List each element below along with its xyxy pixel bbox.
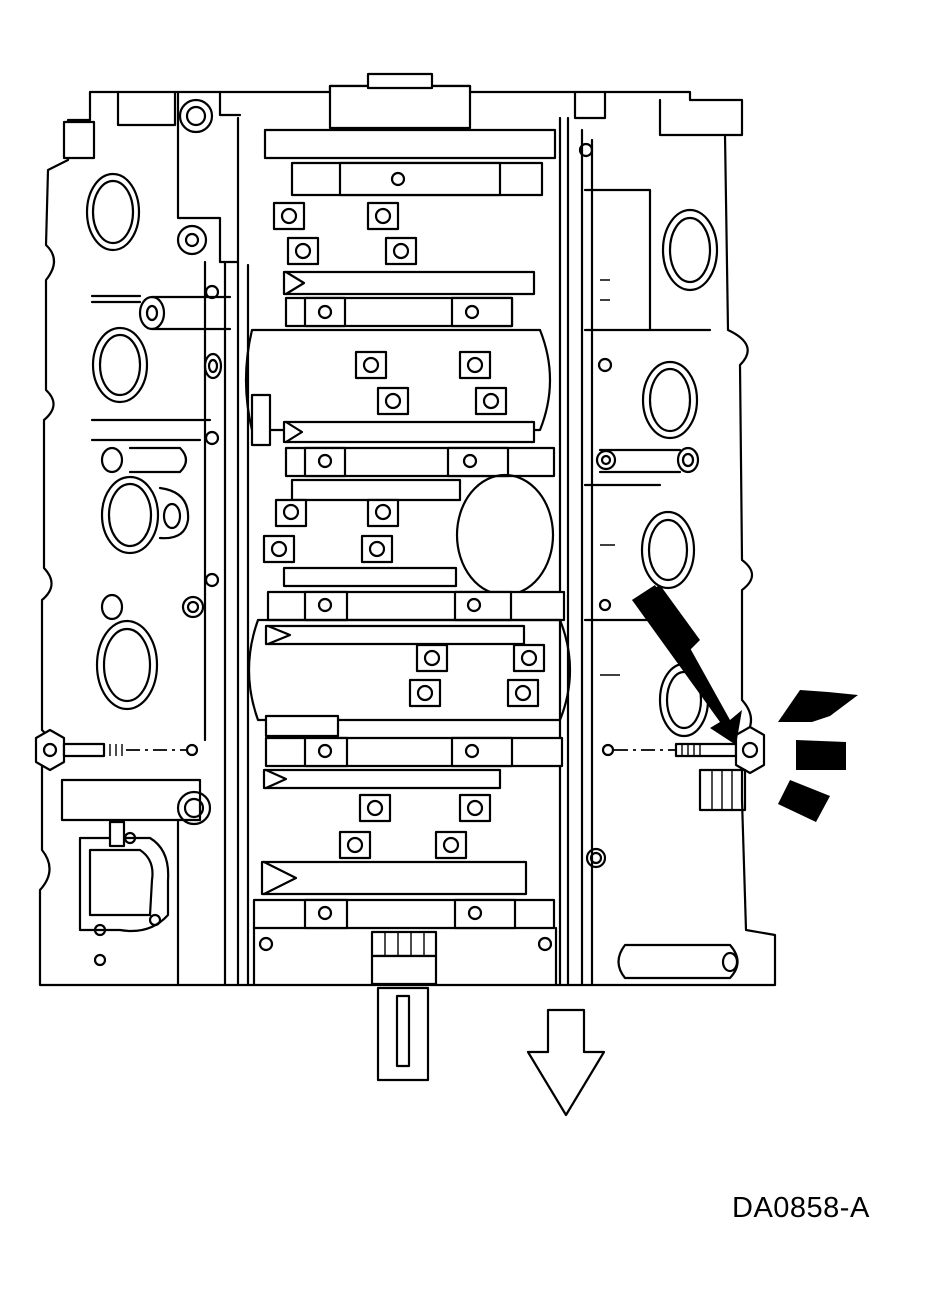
down-arrow-outline-icon [526, 1008, 606, 1117]
engine-block-outline [38, 72, 777, 987]
crank-extension [376, 986, 430, 1082]
figure-code: DA0858-A [732, 1192, 870, 1224]
block-rails [203, 116, 594, 987]
crankshaft-assembly [244, 128, 572, 987]
lower-left-cover [60, 778, 202, 987]
rotation-emphasis-icon [778, 690, 858, 822]
left-side-bolt [34, 728, 199, 772]
bold-pointer-arrow-icon [632, 585, 742, 745]
right-side-bolt [601, 725, 766, 812]
right-bank-ports [578, 142, 739, 980]
left-bank-ports [85, 90, 240, 826]
